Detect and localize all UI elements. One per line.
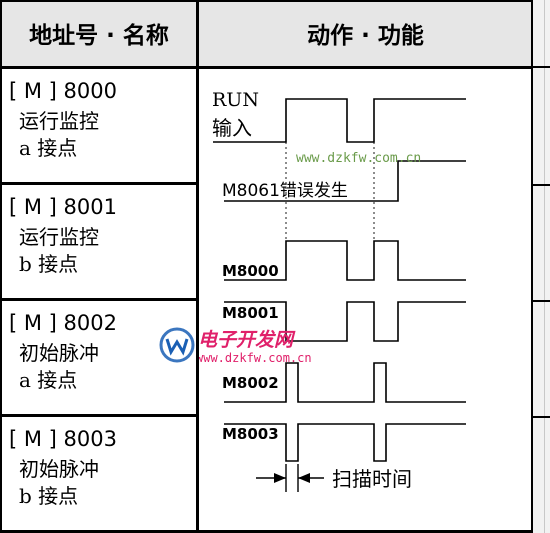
border-right [531,0,533,533]
row-address: [ M ] 8003 [9,427,117,451]
row-name-line1: 运行监控 [19,109,99,133]
signal-label-m8003: M8003 [222,425,279,443]
header-address-name: 地址号 · 名称 [1,0,197,66]
row-name-line1: 初始脉冲 [19,341,99,365]
signal-label-m8001: M8001 [222,304,279,322]
right-edge-tick-4 [533,416,550,418]
column-divider [196,0,199,533]
table-row: [ M ] 8000 运行监控 a 接点 [1,72,195,162]
m8002-waveform [224,362,466,403]
m8001-waveform [224,301,466,342]
row-address: [ M ] 8000 [9,79,117,103]
row-name-line1: 运行监控 [19,225,99,249]
m8000-waveform [224,240,466,281]
watermark-url-top: www.dzkfw.com.cn [296,151,421,166]
border-left [0,0,2,533]
row-divider-1 [0,182,199,185]
header-action-function: 动作 · 功能 [199,0,532,66]
watermark-logo [159,327,195,363]
right-edge-tick-1 [533,66,550,68]
timing-diagram: RUN 输入 M8061错误发生 M8000 M8001 M8002 M8003… [199,89,466,492]
row-divider-2 [0,298,199,301]
right-edge-line [544,0,545,533]
m8061-waveform [224,160,466,202]
row-name-line1: 初始脉冲 [19,457,99,481]
row-address: [ M ] 8001 [9,195,117,219]
right-edge-tick-2 [533,184,550,186]
border-bottom [0,530,533,533]
border-top [0,0,533,2]
run-label: RUN [212,89,259,111]
table-row: [ M ] 8003 初始脉冲 b 接点 [1,420,195,510]
row-name-line2: b 接点 [19,252,79,276]
watermark-url-bottom: www.dzkfw.com.cn [199,351,312,365]
run-input-waveform [213,98,466,143]
scan-time-arrowhead-left [274,473,286,483]
row-name-line2: b 接点 [19,484,79,508]
run-label-input: 输入 [212,116,252,140]
scan-time-arrowhead-right [298,473,310,483]
row-address: [ M ] 8002 [9,311,117,335]
m8003-waveform [224,423,466,462]
row-name-line2: a 接点 [19,136,78,160]
table-row: [ M ] 8001 运行监控 b 接点 [1,188,195,278]
right-edge-tick-3 [533,300,550,302]
watermark-brand: 电子开发网 [199,329,296,351]
row-divider-3 [0,414,199,417]
row-name-line2: a 接点 [19,368,78,392]
table-row: [ M ] 8002 初始脉冲 a 接点 [1,304,195,394]
right-edge-panel [533,0,550,533]
header-underline [0,66,533,69]
m8061-label: M8061错误发生 [222,181,348,201]
scan-time-label: 扫描时间 [332,467,412,491]
signal-label-m8002: M8002 [222,374,279,392]
signal-label-m8000: M8000 [222,262,279,280]
